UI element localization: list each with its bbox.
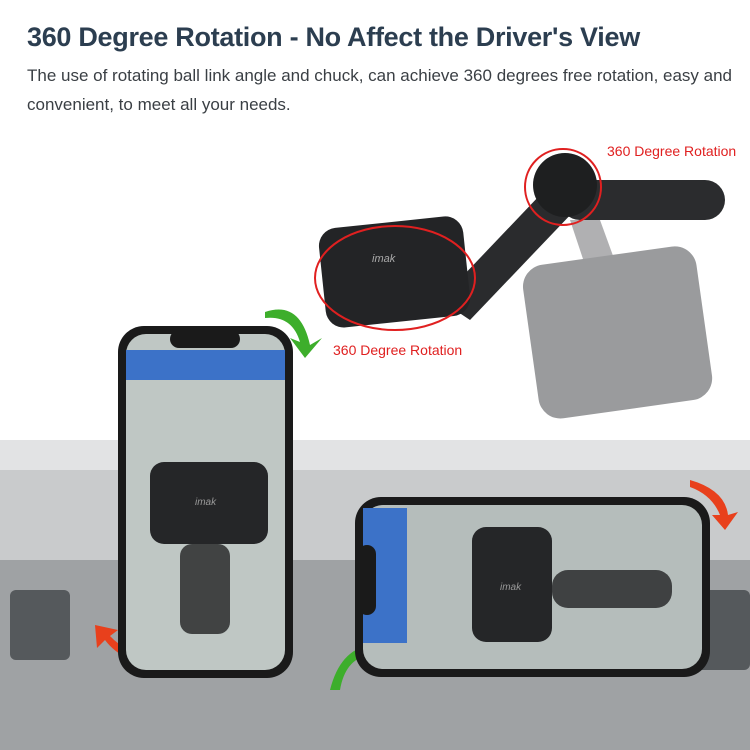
page-title: 360 Degree Rotation - No Affect the Driv… xyxy=(27,22,640,52)
rotation-arrow-icon xyxy=(524,148,602,226)
ghost-magnetic-pad xyxy=(522,246,713,419)
phone-portrait: imak xyxy=(118,326,293,678)
phone-landscape: imak xyxy=(355,497,710,677)
svg-text:imak: imak xyxy=(195,497,217,508)
air-vent xyxy=(10,590,70,660)
red-arrow-icon xyxy=(690,480,738,530)
magnetic-pad xyxy=(318,216,471,328)
green-arrow-icon xyxy=(265,309,322,358)
feature-description: The use of rotating ball link angle and … xyxy=(27,66,733,114)
mount-arm xyxy=(440,153,725,419)
svg-text:imak: imak xyxy=(500,582,522,593)
rotation-label-top: 360 Degree Rotation xyxy=(607,143,737,159)
rotation-label-middle: 360 Degree Rotation xyxy=(333,342,463,358)
rotation-arrow-icon xyxy=(314,225,476,331)
brand-logo: imak xyxy=(372,253,396,265)
